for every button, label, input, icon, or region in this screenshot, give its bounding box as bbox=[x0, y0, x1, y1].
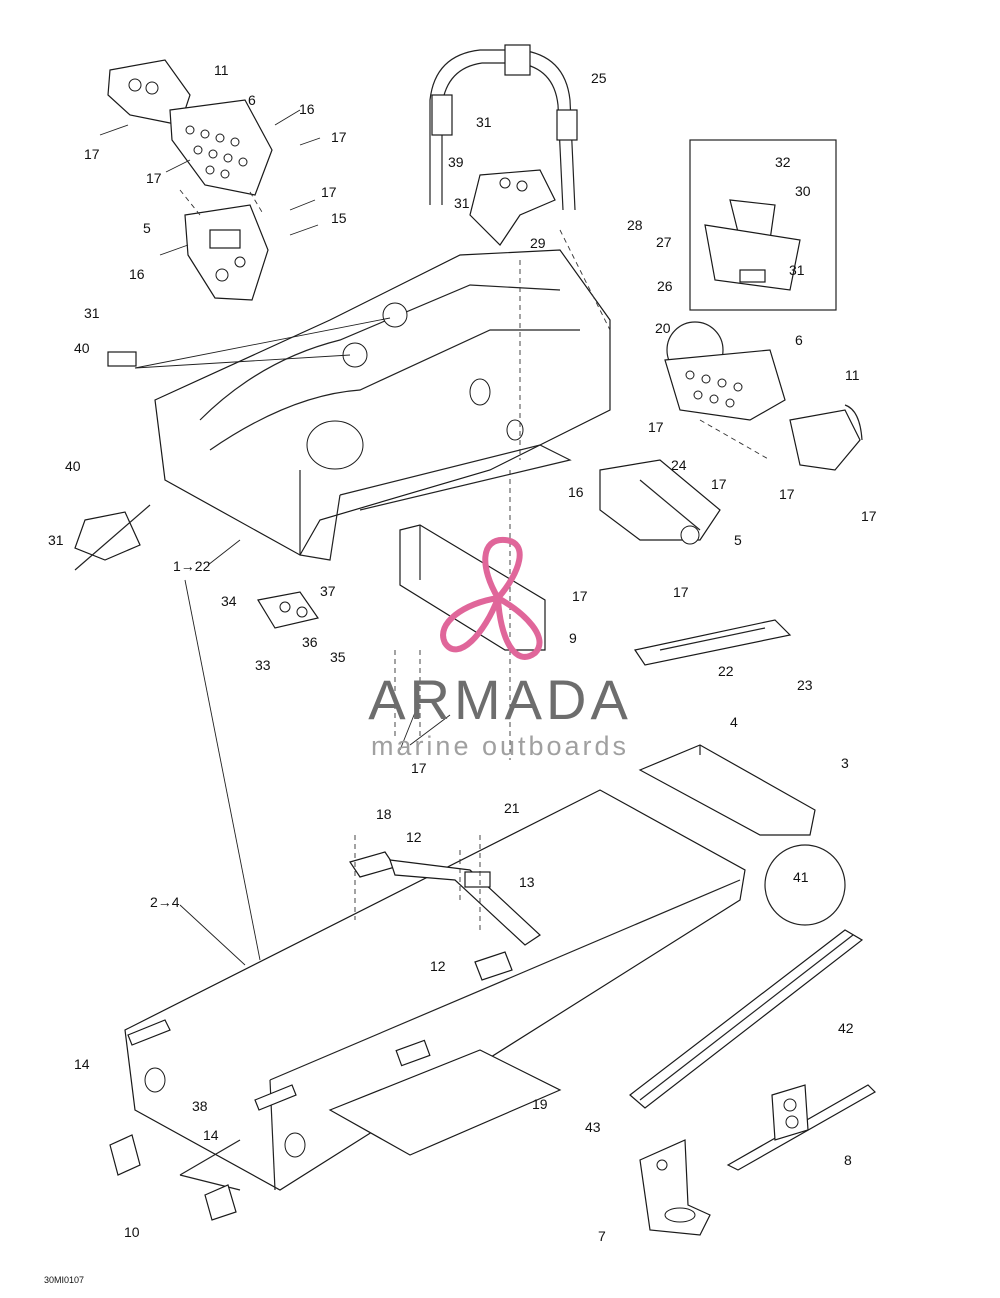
label-35: 37 bbox=[320, 583, 336, 599]
label-24: 26 bbox=[657, 278, 673, 294]
label-17-k: 17 bbox=[411, 760, 427, 776]
label-28: 30 bbox=[795, 183, 811, 199]
part-10 bbox=[109, 1134, 237, 1221]
label-31-c: 31 bbox=[84, 305, 100, 321]
front-left-bracket-assembly bbox=[107, 59, 273, 301]
label-12-lower: 12 bbox=[430, 958, 446, 974]
label-7: 7 bbox=[598, 1228, 606, 1244]
label-3: 3 bbox=[841, 755, 849, 771]
label-17-a: 17 bbox=[84, 146, 100, 162]
label-11-left: 11 bbox=[214, 62, 229, 78]
label-26: 28 bbox=[627, 217, 643, 233]
label-34: 36 bbox=[302, 634, 318, 650]
label-6-right: 6 bbox=[795, 332, 803, 348]
leader-lines bbox=[179, 539, 451, 966]
label-23: 25 bbox=[591, 70, 607, 86]
label-17-i: 17 bbox=[572, 588, 588, 604]
bar-9 bbox=[399, 524, 546, 651]
bracket-12-upper bbox=[349, 851, 396, 878]
diagram-code: 30MI0107 bbox=[44, 1275, 84, 1285]
callout-labels: 1→22 2→4 3 4 5 5 6 6 7 8 9 10 11 11 12 1… bbox=[44, 62, 877, 1285]
label-2-4: 2→4 bbox=[150, 894, 180, 910]
label-16-a: 16 bbox=[299, 101, 315, 117]
label-22: 24 bbox=[671, 457, 687, 473]
label-32: 34 bbox=[221, 593, 237, 609]
label-18: 20 bbox=[655, 320, 671, 336]
label-14-left: 14 bbox=[74, 1056, 90, 1072]
label-17-e: 17 bbox=[648, 419, 664, 435]
label-17-j: 17 bbox=[673, 584, 689, 600]
label-39: 40 bbox=[65, 458, 81, 474]
label-17-l: 18 bbox=[376, 806, 392, 822]
label-29: 31 bbox=[789, 262, 805, 278]
label-38: 40 bbox=[74, 340, 90, 356]
label-31-e: 33 bbox=[255, 657, 271, 673]
label-25: 27 bbox=[656, 234, 672, 250]
label-17-m: 19 bbox=[532, 1096, 548, 1112]
upper-left-rivets bbox=[99, 109, 321, 256]
bracket-12-lower bbox=[474, 951, 513, 981]
label-17-b: 17 bbox=[146, 170, 162, 186]
label-31-d: 32 bbox=[775, 154, 791, 170]
inset-detail-box bbox=[689, 139, 837, 311]
label-9: 9 bbox=[569, 630, 577, 646]
slide-rail-41 bbox=[629, 844, 864, 1109]
label-19: 21 bbox=[504, 800, 520, 816]
part-14 bbox=[127, 1019, 297, 1111]
label-4: 4 bbox=[730, 714, 738, 730]
bracket-32 bbox=[257, 591, 319, 629]
label-31-a: 31 bbox=[476, 114, 492, 130]
label-8: 8 bbox=[844, 1152, 852, 1168]
label-30: 31 bbox=[48, 532, 64, 548]
label-37: 39 bbox=[448, 154, 464, 170]
front-right-bracket-assembly bbox=[599, 321, 863, 545]
label-36: 38 bbox=[192, 1098, 208, 1114]
label-13: 13 bbox=[519, 874, 535, 890]
label-17-g: 17 bbox=[779, 486, 795, 502]
label-15: 15 bbox=[331, 210, 347, 226]
label-17-f: 17 bbox=[711, 476, 727, 492]
plate-3 bbox=[638, 744, 816, 836]
label-17-h: 17 bbox=[861, 508, 877, 524]
label-5-left: 5 bbox=[143, 220, 151, 236]
label-31-b: 31 bbox=[454, 195, 470, 211]
label-20: 22 bbox=[718, 663, 734, 679]
label-33: 35 bbox=[330, 649, 346, 665]
label-17-c: 17 bbox=[331, 129, 347, 145]
part-7 bbox=[639, 1139, 711, 1236]
label-16-c: 16 bbox=[568, 484, 584, 500]
label-1-22: 1→22 bbox=[173, 558, 211, 574]
label-40-inset: 41 bbox=[793, 869, 809, 885]
label-14-lower: 14 bbox=[203, 1127, 219, 1143]
label-11-right: 11 bbox=[845, 367, 860, 383]
bracket-13 bbox=[389, 859, 541, 946]
label-41: 43 bbox=[585, 1119, 601, 1135]
label-5-right: 5 bbox=[734, 532, 742, 548]
part-30-bracket bbox=[74, 504, 151, 571]
steering-support-bar bbox=[429, 44, 578, 211]
bracket-37 bbox=[469, 169, 556, 246]
part-8 bbox=[726, 1084, 876, 1171]
label-21: 23 bbox=[797, 677, 813, 693]
label-10: 10 bbox=[124, 1224, 140, 1240]
label-12-upper: 12 bbox=[406, 829, 422, 845]
main-chassis-frame bbox=[154, 229, 611, 561]
label-40-lower: 42 bbox=[838, 1020, 854, 1036]
label-17-d: 17 bbox=[321, 184, 337, 200]
label-16-b: 16 bbox=[129, 266, 145, 282]
label-6-left: 6 bbox=[248, 92, 256, 108]
callout-38-leaders bbox=[107, 317, 391, 369]
label-27: 29 bbox=[530, 235, 546, 251]
bar-20 bbox=[634, 619, 792, 666]
